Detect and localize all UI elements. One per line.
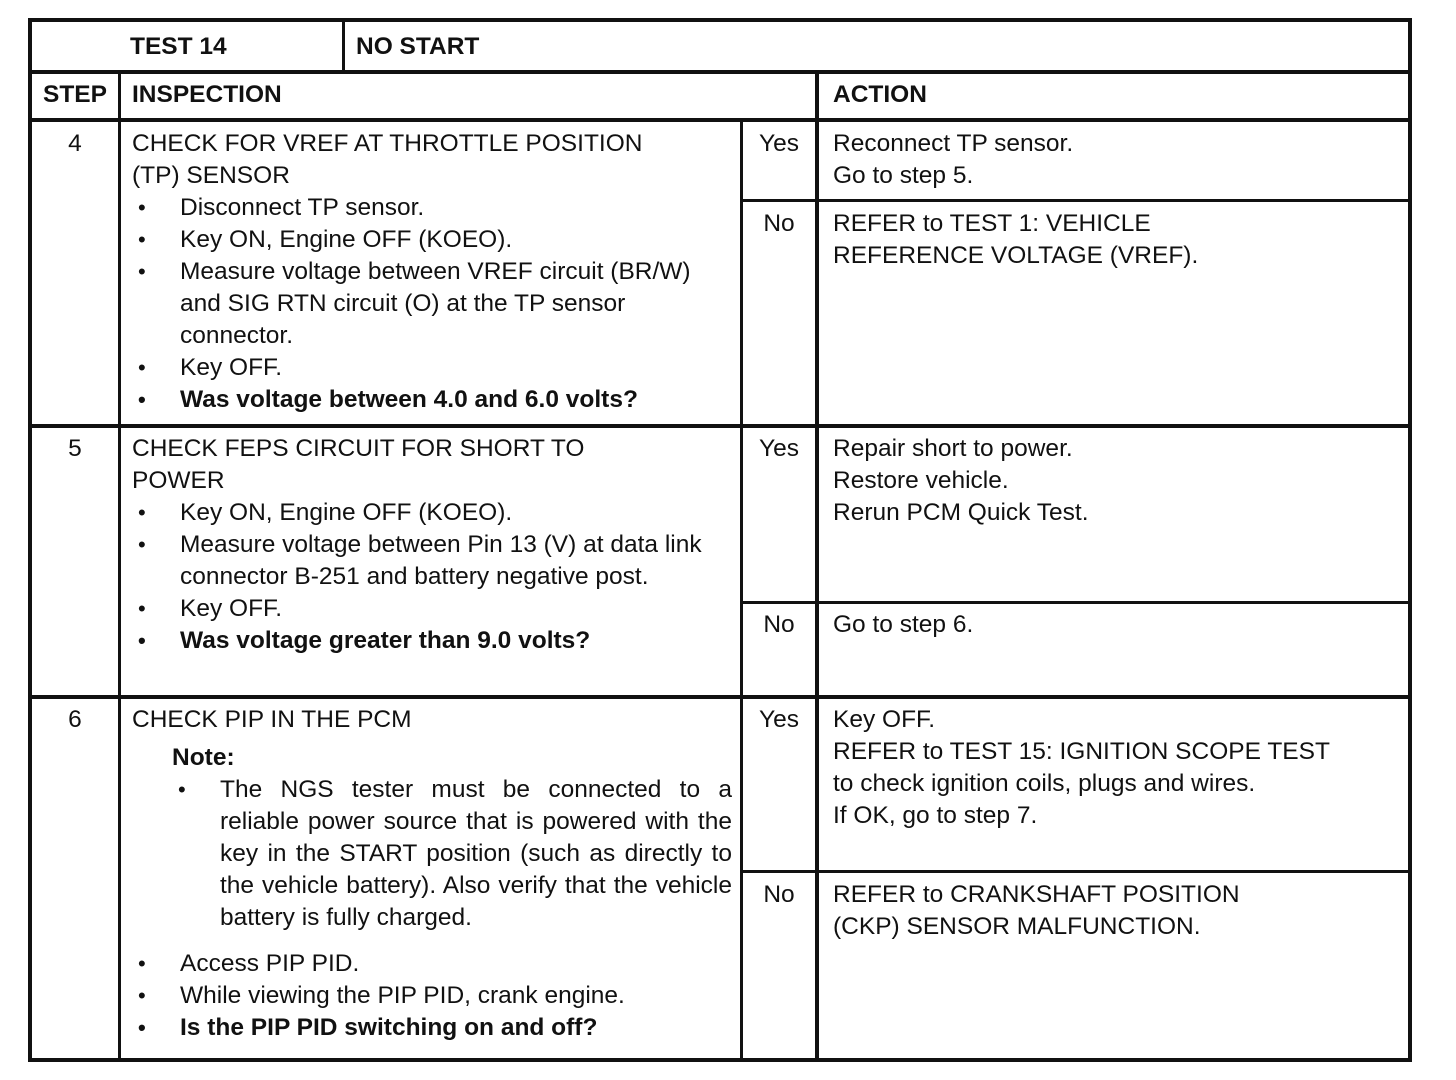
inspection-title-line: CHECK FOR VREF AT THROTTLE POSITION: [132, 130, 643, 157]
bullet-item: Measure voltage between Pin 13 (V) at da…: [132, 529, 720, 593]
diagnostic-table: TEST 14 NO START STEP INSPECTION ACTION …: [28, 18, 1412, 1062]
action-line: REFER to TEST 15: IGNITION SCOPE TEST: [833, 738, 1330, 765]
inspection-cell: CHECK PIP IN THE PCM Note: The NGS teste…: [132, 704, 732, 1044]
bullet-item: Disconnect TP sensor.: [132, 192, 732, 224]
inspection-bullets: Disconnect TP sensor. Key ON, Engine OFF…: [132, 192, 732, 416]
inspection-title-line: POWER: [132, 467, 225, 494]
action-line: REFERENCE VOLTAGE (VREF).: [833, 242, 1199, 269]
note-bullets: The NGS tester must be connected to a re…: [172, 774, 732, 934]
action-line: Go to step 6.: [833, 611, 974, 638]
action-line: Restore vehicle.: [833, 467, 1009, 494]
bullet-item: Measure voltage between VREF circuit (BR…: [132, 256, 700, 352]
title-row-divider: [32, 70, 1408, 74]
step-number: 5: [68, 435, 82, 462]
action-line: Go to step 5.: [833, 162, 974, 189]
no-label: No: [763, 210, 795, 237]
action-column-divider: [815, 72, 819, 1062]
no-action: REFER to CRANKSHAFT POSITION (CKP) SENSO…: [833, 879, 1403, 943]
action-line: Repair short to power.: [833, 435, 1073, 462]
inspection-header: INSPECTION: [132, 81, 282, 108]
action-line: to check ignition coils, plugs and wires…: [833, 770, 1256, 797]
action-line: REFER to TEST 1: VEHICLE: [833, 210, 1151, 237]
no-action: Go to step 6.: [833, 609, 1403, 641]
step-number: 6: [68, 706, 82, 733]
no-label: No: [763, 881, 795, 908]
bullet-item: Access PIP PID.: [132, 948, 732, 980]
yes-no-column-divider: [740, 120, 743, 1062]
no-action: REFER to TEST 1: VEHICLE REFERENCE VOLTA…: [833, 208, 1403, 272]
action-line: (CKP) SENSOR MALFUNCTION.: [833, 913, 1201, 940]
inspection-title-line: (TP) SENSOR: [132, 162, 290, 189]
inspection-bullets: Access PIP PID. While viewing the PIP PI…: [132, 948, 732, 1044]
title-divider: [342, 22, 345, 72]
note-block: Note: The NGS tester must be connected t…: [172, 742, 732, 934]
action-line: Rerun PCM Quick Test.: [833, 499, 1089, 526]
yes-action: Repair short to power. Restore vehicle. …: [833, 433, 1403, 529]
row-5-divider: [32, 695, 1408, 699]
bullet-question: Was voltage between 4.0 and 6.0 volts?: [132, 384, 732, 416]
header-row-divider: [32, 118, 1408, 122]
inspection-title-line: CHECK PIP IN THE PCM: [132, 706, 412, 733]
row-6-yes-no-divider: [742, 870, 1408, 873]
action-line: REFER to CRANKSHAFT POSITION: [833, 881, 1240, 908]
yes-label: Yes: [759, 706, 799, 733]
yes-label: Yes: [759, 435, 799, 462]
bullet-item: While viewing the PIP PID, crank engine.: [132, 980, 732, 1012]
inspection-bullets: Key ON, Engine OFF (KOEO). Measure volta…: [132, 497, 732, 657]
yes-label: Yes: [759, 130, 799, 157]
row-5-yes-no-divider: [742, 601, 1408, 604]
action-line: Reconnect TP sensor.: [833, 130, 1074, 157]
inspection-title-line: CHECK FEPS CIRCUIT FOR SHORT TO: [132, 435, 585, 462]
bullet-item: Key ON, Engine OFF (KOEO).: [132, 224, 732, 256]
row-4-divider: [32, 424, 1408, 428]
no-label: No: [763, 611, 795, 638]
step-column-divider: [118, 72, 121, 1062]
action-header: ACTION: [833, 81, 927, 108]
note-label: Note:: [172, 744, 235, 771]
test-name: NO START: [356, 33, 480, 60]
note-text: The NGS tester must be connected to a re…: [172, 774, 732, 934]
inspection-cell: CHECK FEPS CIRCUIT FOR SHORT TO POWER Ke…: [132, 433, 732, 657]
bullet-item: Key OFF.: [132, 352, 732, 384]
bullet-item: Key OFF.: [132, 593, 732, 625]
inspection-cell: CHECK FOR VREF AT THROTTLE POSITION (TP)…: [132, 128, 732, 416]
bullet-question: Is the PIP PID switching on and off?: [132, 1012, 732, 1044]
action-line: Key OFF.: [833, 706, 936, 733]
bullet-question: Was voltage greater than 9.0 volts?: [132, 625, 732, 657]
action-line: If OK, go to step 7.: [833, 802, 1038, 829]
test-label: TEST 14: [130, 33, 227, 60]
yes-action: Key OFF. REFER to TEST 15: IGNITION SCOP…: [833, 704, 1403, 832]
row-4-yes-no-divider: [742, 199, 1408, 202]
yes-action: Reconnect TP sensor. Go to step 5.: [833, 128, 1403, 192]
step-number: 4: [68, 130, 82, 157]
step-header: STEP: [43, 81, 107, 108]
bullet-item: Key ON, Engine OFF (KOEO).: [132, 497, 732, 529]
